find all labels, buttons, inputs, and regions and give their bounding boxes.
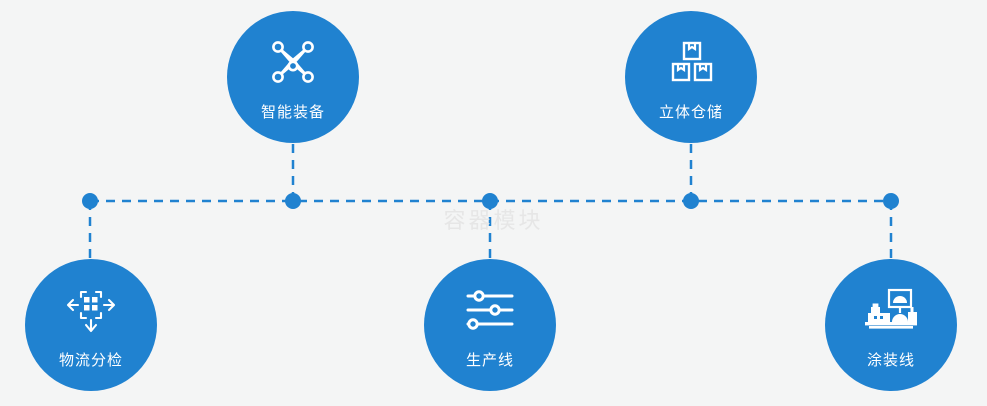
sliders-icon [462,285,518,335]
node-stereo-warehouse[interactable]: 立体仓储 [625,11,757,143]
node-coating-line[interactable]: 涂装线 [825,259,957,391]
industrial-machine-icon [863,285,919,335]
node-label-stereo-warehouse: 立体仓储 [658,104,723,121]
network-nodes-icon [265,37,321,87]
node-smart-equipment[interactable]: 智能装备 [227,11,359,143]
node-label-smart-equipment: 智能装备 [260,104,325,121]
sorting-arrows-icon [63,285,119,335]
node-label-coating-line: 涂装线 [866,352,915,369]
node-logistics-sorting[interactable]: 物流分检 [25,259,157,391]
node-label-production-line: 生产线 [465,352,514,369]
stacked-boxes-icon [663,37,719,87]
node-production-line[interactable]: 生产线 [424,259,556,391]
background-watermark: 容器模块 [443,208,544,233]
node-label-logistics-sorting: 物流分检 [58,352,123,369]
